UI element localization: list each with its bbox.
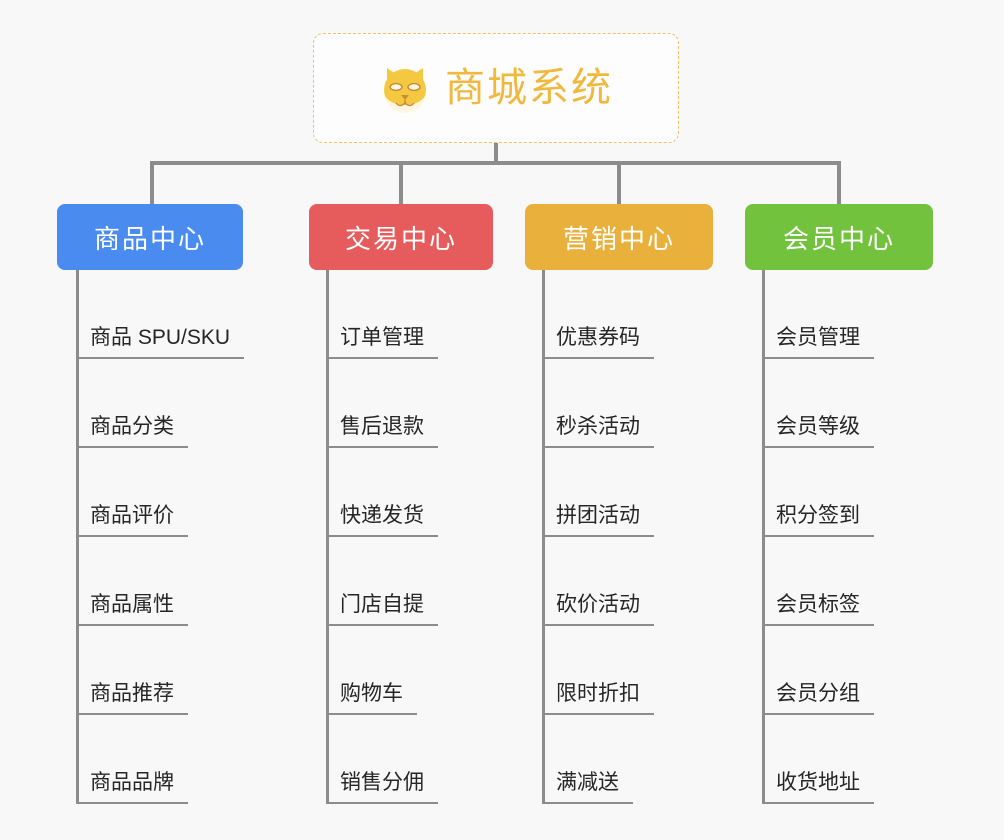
list-item-label: 秒杀活动 (542, 414, 654, 448)
branch-spine (542, 270, 545, 804)
branch-items-marketing: 优惠券码 秒杀活动 拼团活动 砍价活动 限时折扣 满减送 (542, 270, 713, 804)
branch-items-member: 会员管理 会员等级 积分签到 会员标签 会员分组 收货地址 (762, 270, 933, 804)
list-item[interactable]: 优惠券码 (542, 270, 713, 359)
branch-spine (762, 270, 765, 804)
list-item[interactable]: 商品 SPU/SKU (76, 270, 297, 359)
list-item-label: 满减送 (542, 770, 633, 804)
branch-drop-connector (399, 161, 403, 204)
branch-spine (326, 270, 329, 804)
list-item-label: 商品品牌 (76, 770, 188, 804)
branch-bus-connector (150, 161, 838, 165)
list-item-label: 砍价活动 (542, 592, 654, 626)
list-item-label: 购物车 (326, 681, 417, 715)
branch-drop-connector (617, 161, 621, 204)
list-item[interactable]: 积分签到 (762, 448, 933, 537)
list-item-label: 积分签到 (762, 503, 874, 537)
branch-drop-connector (150, 161, 154, 204)
list-item[interactable]: 会员管理 (762, 270, 933, 359)
branch-column-marketing: 营销中心 优惠券码 秒杀活动 拼团活动 砍价活动 限时折扣 满减送 (525, 161, 713, 804)
list-item-label: 销售分佣 (326, 770, 438, 804)
list-item[interactable]: 限时折扣 (542, 626, 713, 715)
list-item[interactable]: 会员分组 (762, 626, 933, 715)
branch-drop-connector (837, 161, 841, 204)
list-item-label: 拼团活动 (542, 503, 654, 537)
list-item-label: 商品分类 (76, 414, 188, 448)
list-item[interactable]: 商品属性 (76, 537, 297, 626)
list-item-label: 售后退款 (326, 414, 438, 448)
branch-header-trade[interactable]: 交易中心 (309, 204, 493, 270)
list-item[interactable]: 购物车 (326, 626, 493, 715)
list-item-label: 优惠券码 (542, 325, 654, 359)
list-item[interactable]: 商品品牌 (76, 715, 297, 804)
list-item[interactable]: 商品推荐 (76, 626, 297, 715)
list-item[interactable]: 会员等级 (762, 359, 933, 448)
list-item-label: 会员管理 (762, 325, 874, 359)
list-item[interactable]: 门店自提 (326, 537, 493, 626)
list-item-label: 快递发货 (326, 503, 438, 537)
list-item-label: 会员标签 (762, 592, 874, 626)
list-item[interactable]: 售后退款 (326, 359, 493, 448)
root-node[interactable]: 商城系统 (313, 33, 679, 143)
branch-column-trade: 交易中心 订单管理 售后退款 快递发货 门店自提 购物车 销售分佣 (309, 161, 493, 804)
list-item[interactable]: 砍价活动 (542, 537, 713, 626)
list-item-label: 商品评价 (76, 503, 188, 537)
list-item[interactable]: 商品评价 (76, 448, 297, 537)
list-item[interactable]: 快递发货 (326, 448, 493, 537)
list-item[interactable]: 订单管理 (326, 270, 493, 359)
root-trunk-connector (494, 143, 498, 164)
list-item[interactable]: 销售分佣 (326, 715, 493, 804)
list-item[interactable]: 拼团活动 (542, 448, 713, 537)
list-item[interactable]: 秒杀活动 (542, 359, 713, 448)
list-item-label: 商品 SPU/SKU (76, 325, 245, 359)
list-item[interactable]: 满减送 (542, 715, 713, 804)
list-item[interactable]: 收货地址 (762, 715, 933, 804)
list-item-label: 商品属性 (76, 592, 188, 626)
list-item-label: 收货地址 (762, 770, 874, 804)
branch-header-marketing[interactable]: 营销中心 (525, 204, 713, 270)
branch-items-trade: 订单管理 售后退款 快递发货 门店自提 购物车 销售分佣 (326, 270, 493, 804)
branch-spine (76, 270, 79, 804)
list-item-label: 会员等级 (762, 414, 874, 448)
root-title: 商城系统 (445, 66, 613, 110)
list-item-label: 会员分组 (762, 681, 874, 715)
dog-face-icon (379, 62, 431, 114)
list-item-label: 商品推荐 (76, 681, 188, 715)
list-item[interactable]: 会员标签 (762, 537, 933, 626)
branch-header-product[interactable]: 商品中心 (57, 204, 243, 270)
branch-items-product: 商品 SPU/SKU 商品分类 商品评价 商品属性 商品推荐 商品品牌 (76, 270, 297, 804)
list-item-label: 限时折扣 (542, 681, 654, 715)
list-item-label: 订单管理 (326, 325, 438, 359)
branch-header-member[interactable]: 会员中心 (745, 204, 933, 270)
list-item[interactable]: 商品分类 (76, 359, 297, 448)
branch-column-product: 商品中心 商品 SPU/SKU 商品分类 商品评价 商品属性 商品推荐 商品品牌 (57, 161, 297, 804)
branch-column-member: 会员中心 会员管理 会员等级 积分签到 会员标签 会员分组 收货地址 (745, 161, 933, 804)
list-item-label: 门店自提 (326, 592, 438, 626)
